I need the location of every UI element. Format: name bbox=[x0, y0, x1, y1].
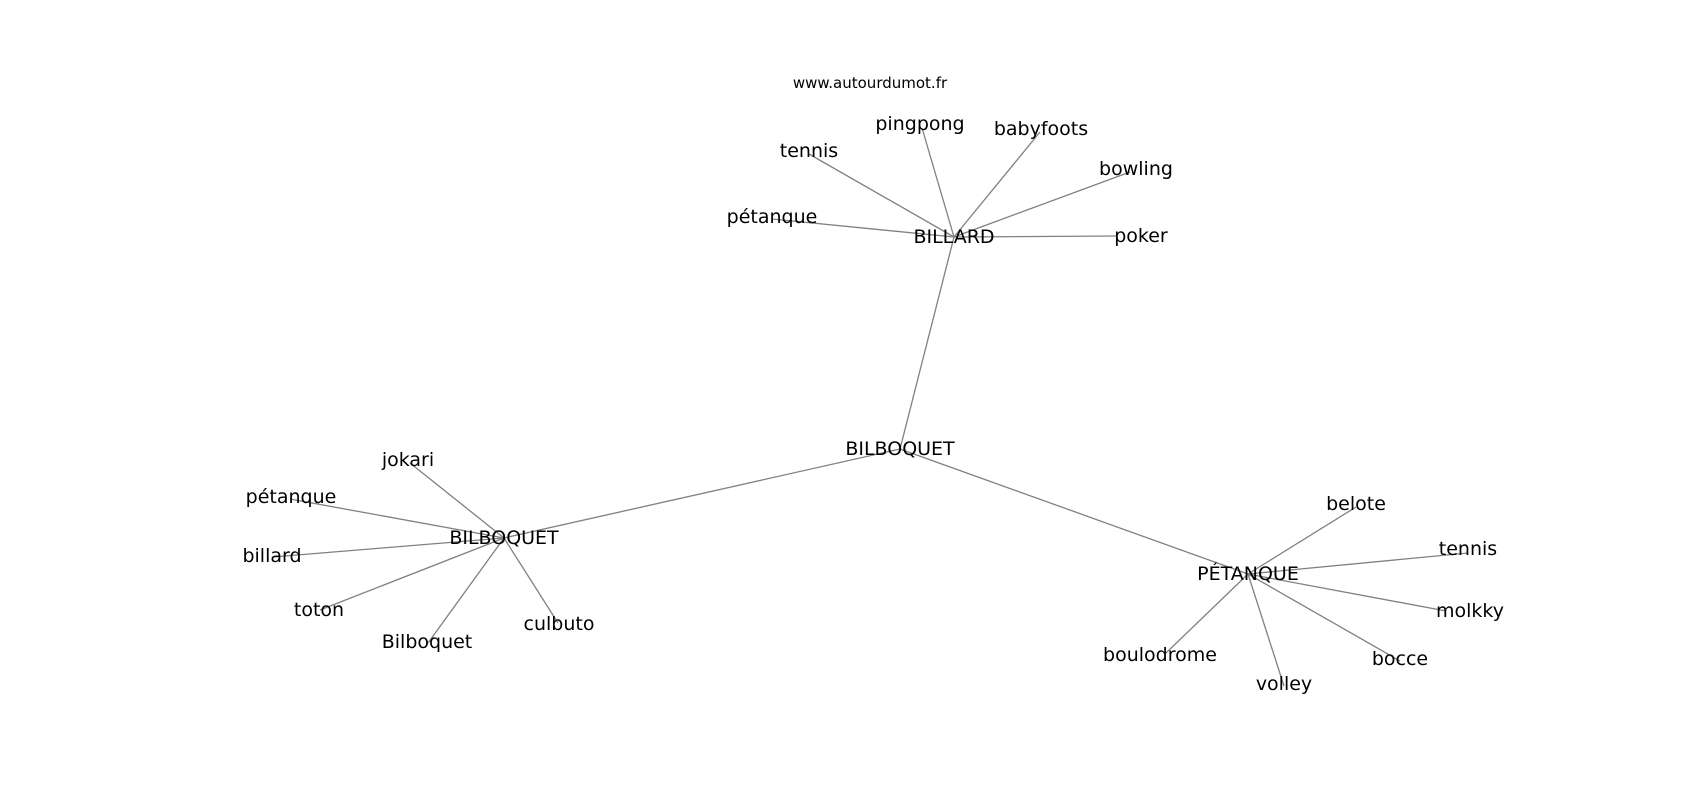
edge-center-to-bilboquet bbox=[503, 448, 901, 539]
leaf-node-bilboquet-bilboquet: Bilboquet bbox=[382, 631, 473, 653]
leaf-node-billard-poker: poker bbox=[1114, 225, 1168, 247]
edge-bilboquet-to-petanque bbox=[289, 498, 505, 539]
edge-petanque-to-boulodrome bbox=[1165, 573, 1249, 654]
edge-billard-to-babyfoots bbox=[953, 131, 1041, 238]
edge-billard-to-bowling bbox=[953, 171, 1131, 238]
leaf-node-billard-tennis: tennis bbox=[780, 140, 838, 162]
edge-petanque-to-bocce bbox=[1247, 573, 1401, 662]
leaf-node-billard-babyfoots: babyfoots bbox=[994, 118, 1088, 140]
leaf-node-petanque-tennis: tennis bbox=[1439, 538, 1497, 560]
leaf-node-bilboquet-billard: billard bbox=[242, 545, 301, 567]
leaf-node-petanque-belote: belote bbox=[1326, 493, 1386, 515]
center-node-label: BILBOQUET bbox=[845, 438, 955, 460]
hub-node-billard: BILLARD bbox=[913, 226, 994, 248]
hub-node-petanque: PÉTANQUE bbox=[1197, 562, 1299, 585]
hub-node-bilboquet: BILBOQUET bbox=[449, 527, 559, 549]
graph-labels: BILBOQUET BILLARD pingpong babyfoots tennis b… bbox=[242, 113, 1504, 695]
leaf-node-petanque-bocce: bocce bbox=[1372, 648, 1428, 670]
leaf-node-bilboquet-culbuto: culbuto bbox=[524, 613, 595, 635]
watermark: www.autourdumot.fr bbox=[793, 74, 948, 92]
edge-bilboquet-to-culbuto bbox=[503, 537, 559, 624]
leaf-node-bilboquet-jokari: jokari bbox=[381, 449, 434, 471]
leaf-node-petanque-volley: volley bbox=[1256, 673, 1312, 695]
edge-petanque-to-molkky bbox=[1247, 573, 1447, 612]
leaf-node-petanque-molkky: molkky bbox=[1436, 600, 1504, 622]
edge-center-to-billard bbox=[899, 236, 955, 450]
leaf-node-billard-pingpong: pingpong bbox=[875, 113, 964, 135]
leaf-node-bilboquet-petanque: pétanque bbox=[246, 486, 337, 508]
edge-billard-to-poker bbox=[953, 235, 1118, 238]
leaf-node-billard-bowling: bowling bbox=[1099, 158, 1173, 180]
edge-billard-to-tennis bbox=[808, 153, 955, 238]
edge-center-to-petanque bbox=[899, 448, 1249, 575]
graph-edges bbox=[272, 127, 1469, 687]
edge-petanque-to-volley bbox=[1247, 573, 1285, 687]
edge-petanque-to-belote bbox=[1247, 506, 1357, 575]
edge-bilboquet-to-jokari bbox=[409, 462, 505, 539]
edge-petanque-to-tennis bbox=[1247, 552, 1469, 575]
edge-billard-to-petanque bbox=[771, 218, 955, 238]
edge-bilboquet-to-bilboquet bbox=[427, 537, 505, 644]
leaf-node-billard-petanque: pétanque bbox=[727, 206, 818, 228]
edge-bilboquet-to-toton bbox=[319, 537, 505, 611]
edge-bilboquet-to-billard bbox=[272, 537, 505, 558]
edge-billard-to-pingpong bbox=[921, 127, 955, 238]
leaf-node-petanque-boulodrome: boulodrome bbox=[1103, 644, 1217, 666]
leaf-node-bilboquet-toton: toton bbox=[294, 599, 344, 621]
